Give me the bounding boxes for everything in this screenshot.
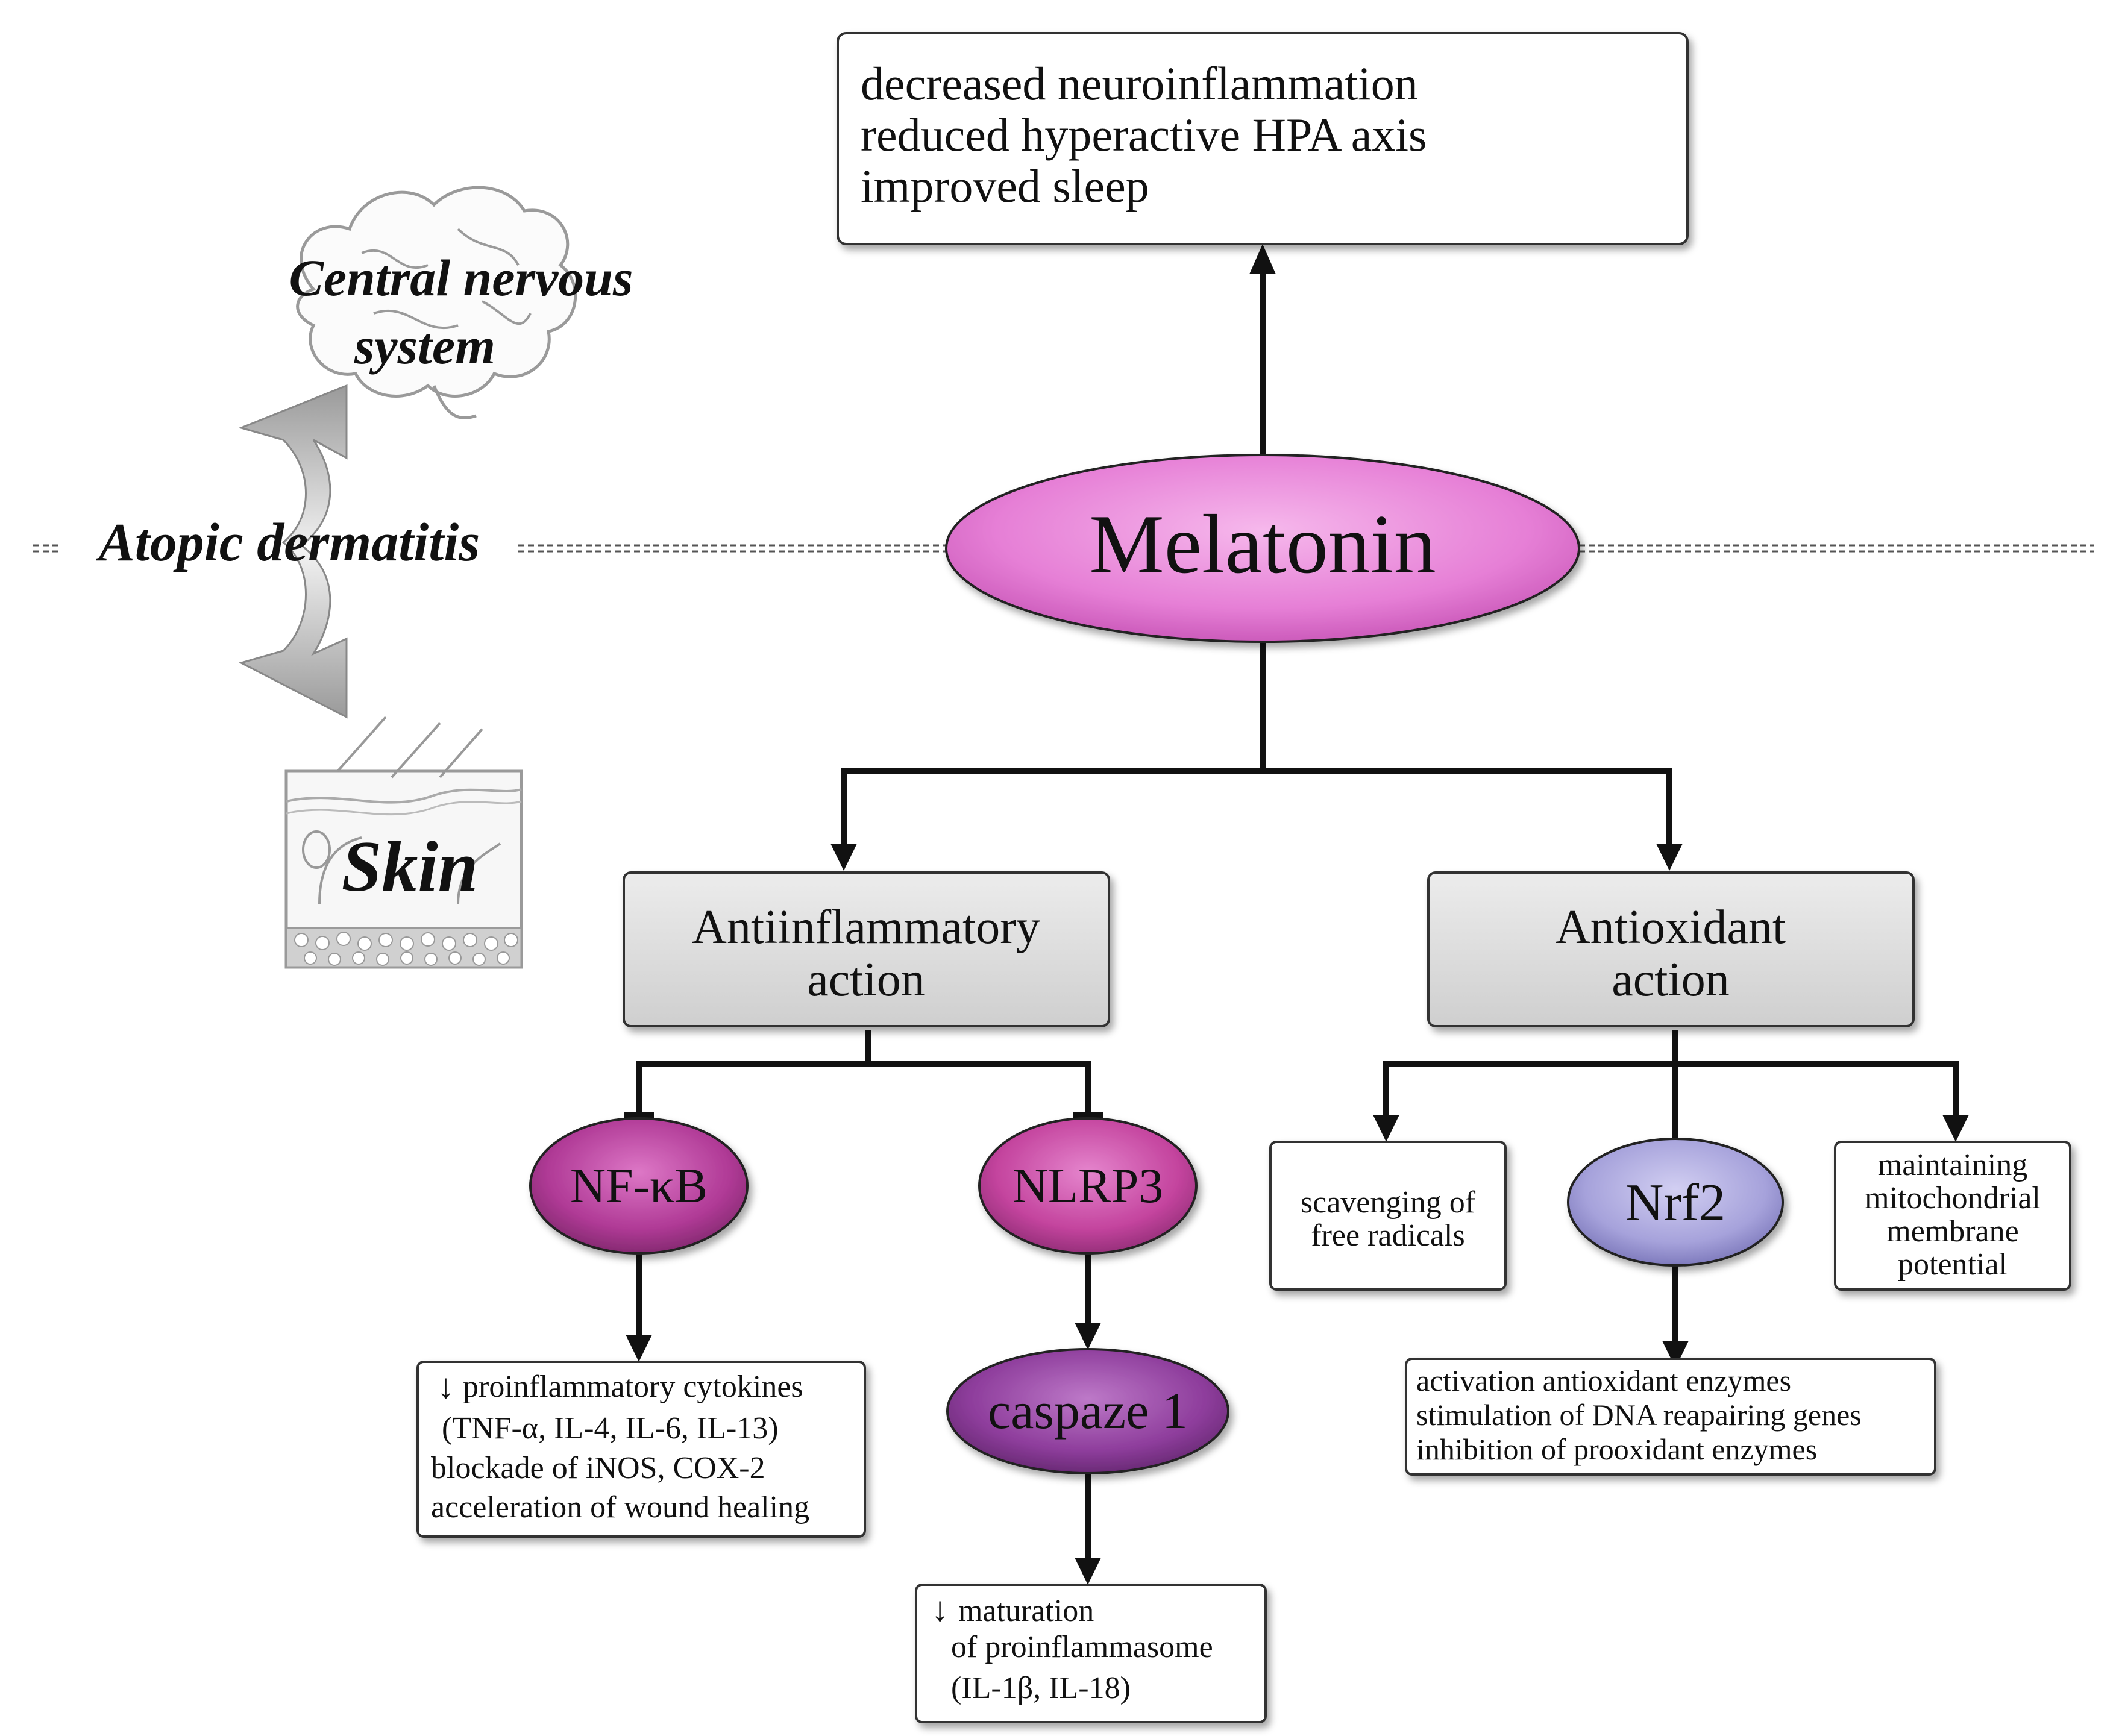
mito-box: [1834, 1141, 2071, 1291]
nrf2-label: Nrf2: [1625, 1174, 1725, 1232]
nfkb-effects-box: [416, 1361, 866, 1538]
scavenging-line2: free radicals: [1311, 1218, 1464, 1253]
skin-label: Skin: [342, 826, 479, 906]
caspase-node: [946, 1348, 1229, 1474]
cns-label-line1: Central nervous: [289, 249, 633, 307]
nrf2-effect-line3: inhibition of prooxidant enzymes: [1416, 1432, 1817, 1466]
caspase-effect-line2: of proinflammasome: [951, 1630, 1213, 1664]
mito-line2: mitochondrial: [1865, 1181, 2041, 1215]
down-arrow-icon: ↓: [931, 1590, 949, 1629]
outcome-line-3: improved sleep: [861, 160, 1149, 212]
scavenging-line1: scavenging of: [1301, 1185, 1476, 1220]
arrow-to-caspase-effects: [1075, 1558, 1101, 1585]
nfkb-effect-line1: proinflammatory cytokines: [463, 1370, 803, 1404]
antiinflammatory-box: [623, 871, 1110, 1027]
atopic-dermatitis-label: Atopic dermatitis: [96, 513, 480, 572]
scavenging-box: [1269, 1141, 1507, 1291]
nlrp3-node: [978, 1117, 1198, 1255]
nrf2-effect-line1: activation antioxidant enzymes: [1416, 1364, 1791, 1397]
nfkb-effect-line4: acceleration of wound healing: [431, 1490, 809, 1524]
cns-label-line2: system: [354, 317, 495, 375]
arrowheads: [626, 244, 1969, 1585]
antiinflammatory-line2: action: [807, 953, 925, 1006]
dashed-separator: [33, 544, 2094, 553]
caspase-effect-line3: (IL-1β, IL-18): [951, 1671, 1131, 1705]
mito-line1: maintaining: [1878, 1148, 2027, 1182]
bidirectional-arrow-icon: [238, 384, 348, 719]
antioxidant-line1: Antioxidant: [1556, 901, 1786, 954]
caspase-effect-line1: maturation: [958, 1594, 1094, 1628]
outcome-line-2: reduced hyperactive HPA axis: [861, 108, 1427, 161]
brain-icon: [296, 186, 577, 419]
arrow-to-caspase: [1075, 1323, 1101, 1350]
nrf2-effect-line2: stimulation of DNA reapairing genes: [1416, 1398, 1862, 1432]
nrf2-node: [1567, 1138, 1784, 1267]
arrow-to-mito: [1942, 1115, 1969, 1142]
mito-line3: membrane: [1886, 1214, 2018, 1249]
nfkb-effect-line2: (TNF-α, IL-4, IL-6, IL-13): [442, 1411, 779, 1446]
skin-icon: [284, 716, 523, 969]
melatonin-node: [945, 454, 1580, 643]
nrf2-effects-box: [1405, 1358, 1936, 1476]
melatonin-label: Melatonin: [1089, 498, 1436, 591]
arrow-to-scavenging: [1373, 1115, 1399, 1142]
arrow-to-nrf2-effects: [1662, 1341, 1689, 1368]
antiinflammatory-line1: Antiinflammatory: [692, 901, 1040, 954]
nfkb-node: [529, 1117, 749, 1255]
caspase-label: caspaze 1: [988, 1382, 1188, 1440]
down-arrow-icon: ↓: [437, 1367, 454, 1406]
arrow-up-to-top-box: [1249, 244, 1276, 274]
outcome-line-1: decreased neuroinflammation: [861, 57, 1418, 110]
connector-lines: [636, 274, 1959, 1558]
arrow-to-antioxidant: [1656, 844, 1683, 871]
nfkb-label: NF-κB: [570, 1158, 708, 1213]
arrow-to-nfkb-effects: [626, 1335, 652, 1362]
mito-line4: potential: [1898, 1247, 2008, 1282]
arrow-to-antiinflammatory: [830, 844, 857, 871]
caspase-effects-box: [915, 1584, 1267, 1723]
antioxidant-box: [1427, 871, 1915, 1027]
nlrp3-label: NLRP3: [1012, 1158, 1164, 1213]
antioxidant-line2: action: [1612, 953, 1729, 1006]
nfkb-effect-line3: blockade of iNOS, COX-2: [431, 1451, 765, 1485]
outcome-box: [837, 32, 1689, 245]
